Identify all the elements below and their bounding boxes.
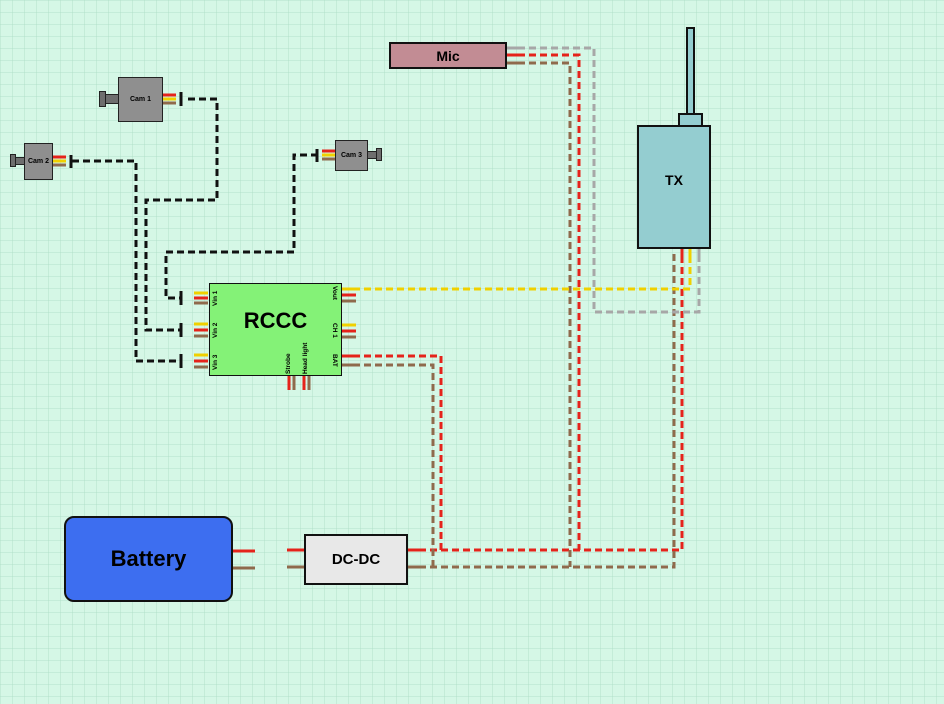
wire-cam3-to-vin1	[164, 153, 318, 300]
pin-label-headlight: Head light	[302, 342, 309, 374]
pin-label-vin1: Vin 1	[212, 290, 219, 306]
battery-module: Battery	[64, 516, 233, 602]
wire-rccc-bat-red	[342, 354, 443, 550]
camera-body: Cam 2	[24, 143, 53, 180]
wire-mic-brown	[507, 61, 572, 567]
rccc-module: RCCC	[209, 283, 342, 376]
pin-label-strobe: Strobe	[285, 353, 292, 374]
wire-rccc-bat-brown	[342, 363, 435, 567]
wire-terminators	[69, 92, 319, 368]
wire-vout-yellow	[342, 250, 692, 291]
pin-label-bat: BAT	[331, 354, 338, 367]
tx-label: TX	[665, 172, 683, 188]
camera-wires	[72, 97, 318, 363]
pin-label-vin2: Vin 2	[212, 322, 219, 338]
wire-cam2-to-vin3	[72, 159, 180, 363]
wire-dcdc-red-main	[408, 250, 684, 552]
battery-label: Battery	[110, 546, 187, 571]
camera-lens-icon	[376, 148, 382, 161]
wire-mic-gray	[507, 46, 701, 314]
camera-lens-icon	[105, 94, 119, 104]
mic-label: Mic	[436, 47, 460, 64]
power-wires	[342, 46, 701, 569]
rccc-label: RCCC	[243, 308, 308, 333]
dcdc-label: DC-DC	[331, 551, 381, 568]
pin-label-ch1: CH 1	[331, 323, 338, 338]
camera-body: Cam 1	[118, 77, 163, 122]
wire-cam1-to-vin2	[144, 97, 219, 332]
mic-module: Mic	[389, 42, 507, 69]
pin-label-vin3: Vin 3	[212, 354, 219, 370]
pin-label-vout: Vout	[331, 286, 338, 300]
lead-stubs	[53, 46, 701, 570]
wire-dcdc-brown-main	[408, 250, 676, 569]
dcdc-module: DC-DC	[304, 534, 408, 585]
wire-mic-red	[507, 53, 581, 550]
cam3-label: Cam 3	[340, 152, 362, 159]
cam2-label: Cam 2	[27, 158, 49, 165]
cam1-label: Cam 1	[129, 96, 151, 103]
camera-body: Cam 3	[335, 140, 368, 171]
tx-module: TX	[637, 125, 711, 249]
